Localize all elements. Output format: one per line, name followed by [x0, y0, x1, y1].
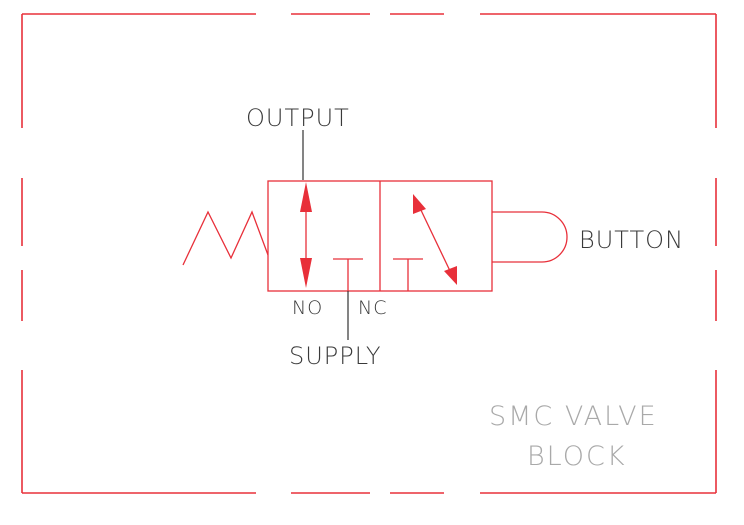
- block-boundary: [21, 13, 717, 494]
- block-title-line2: BLOCK: [527, 441, 627, 472]
- flow-arrow-right: [413, 194, 457, 285]
- valve-body: [267, 180, 493, 292]
- spring-symbol: [182, 210, 269, 266]
- no-port-label: NO: [292, 297, 323, 319]
- blocked-port-left: [333, 258, 363, 291]
- supply-label: SUPPLY: [289, 342, 382, 370]
- blocked-port-right: [393, 258, 423, 291]
- button-label: BUTTON: [579, 226, 684, 254]
- nc-port-label: NC: [358, 297, 387, 319]
- push-button-actuator: [492, 211, 568, 263]
- flow-arrow-left: [300, 182, 312, 288]
- block-title-line1: SMC VALVE: [489, 401, 658, 432]
- output-label: OUTPUT: [246, 104, 350, 132]
